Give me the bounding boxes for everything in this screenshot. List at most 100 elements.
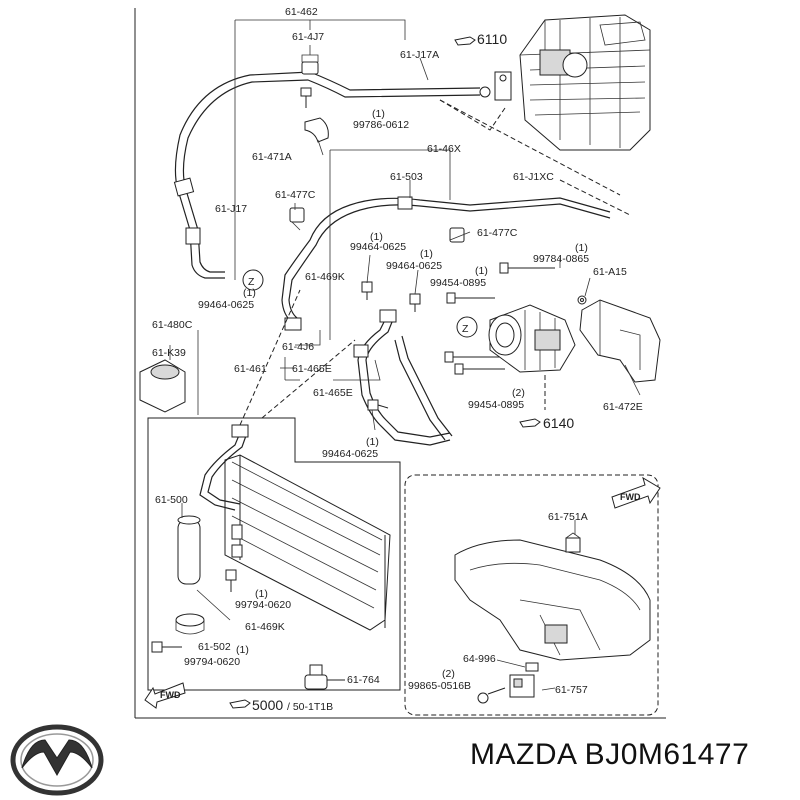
- label-61-502: 61-502: [198, 641, 231, 653]
- bolt-99784: [499, 262, 555, 274]
- screw-99865: [477, 687, 506, 704]
- reservoir-61-K39: [139, 359, 186, 413]
- z-marker-1-label: Z: [248, 276, 255, 288]
- label-61-465E-a: 61-465E: [292, 363, 332, 375]
- label-99786-qty: (1): [372, 108, 385, 120]
- part-labels: 61-462 61-4J7 6110 61-J17A (1) 99786-061…: [152, 6, 643, 713]
- fwd-arrow-icon-upper: FWD: [611, 476, 661, 509]
- label-99454-a-qty: (1): [475, 265, 488, 277]
- label-61-J17: 61-J17: [215, 203, 247, 215]
- clip-64-996: [525, 662, 539, 672]
- label-61-461: 61-461: [234, 363, 267, 375]
- label-99464-b: 99464-0625: [386, 260, 442, 272]
- label-61-J17A: 61-J17A: [400, 49, 439, 61]
- fwd-arrow-icon-lower: FWD: [144, 682, 186, 709]
- label-6140: 6140: [543, 415, 574, 431]
- label-99794-a-qty: (1): [255, 588, 268, 600]
- label-61-469K-b: 61-469K: [245, 621, 285, 633]
- z-marker-2-label: Z: [462, 323, 469, 335]
- condenser-frame: [147, 417, 401, 691]
- dashed-leader-cond: [239, 289, 301, 426]
- label-99865-qty: (2): [442, 668, 455, 680]
- label-99464-a: 99464-0625: [350, 241, 406, 253]
- z-marker-1: Z: [242, 269, 264, 291]
- dashed-leader-evap: [439, 99, 506, 131]
- label-99464-d-qty: (1): [366, 436, 379, 448]
- label-99784-qty: (1): [575, 242, 588, 254]
- label-5000: 5000: [252, 697, 283, 713]
- label-61-472E: 61-472E: [603, 401, 643, 413]
- label-61-500: 61-500: [155, 494, 188, 506]
- label-61-757: 61-757: [555, 684, 588, 696]
- label-61-4J7: 61-4J7: [292, 31, 324, 43]
- evaporator-unit: [519, 14, 651, 151]
- label-99464-c-qty: (1): [243, 287, 256, 299]
- hand-pointer-icon-5000: [229, 699, 251, 709]
- label-99794-b: 99794-0620: [184, 656, 240, 668]
- sensor-61-764: [304, 664, 345, 690]
- amplifier-61-757: [509, 674, 535, 698]
- label-61-K39: 61-K39: [152, 347, 186, 359]
- bolt-99464-d: [367, 399, 389, 411]
- leader-64-996: [496, 659, 526, 668]
- label-50-1T1B: / 50-1T1B: [287, 701, 333, 713]
- label-61-480C: 61-480C: [152, 319, 193, 331]
- bolt-61-A15: [577, 295, 587, 305]
- part-number-caption: MAZDA BJ0M61477: [470, 738, 750, 771]
- bracket-61-471A: [304, 117, 329, 143]
- liquid-pipe: [353, 309, 453, 446]
- bolt-99454-a: [446, 292, 495, 304]
- sensor-61-751A: [565, 532, 581, 553]
- leader-61-757: [541, 687, 556, 691]
- hand-pointer-icon-6140: [519, 418, 541, 428]
- label-61-477C-upper: 61-477C: [275, 189, 316, 201]
- diagram-frame: [134, 8, 666, 719]
- label-6110: 6110: [477, 31, 507, 47]
- mazda-logo: [10, 724, 104, 796]
- label-61-469K-a: 61-469K: [305, 271, 345, 283]
- label-61-J1XC: 61-J1XC: [513, 171, 554, 183]
- dashed-leader-cond-2: [261, 339, 356, 419]
- label-64-996: 64-996: [463, 653, 496, 665]
- receiver-drier: [177, 515, 201, 585]
- hand-pointer-icon-6110: [454, 36, 476, 46]
- label-99454-b-qty: (2): [512, 387, 525, 399]
- bolt-99786: [300, 87, 312, 108]
- label-61-477C-lower: 61-477C: [477, 227, 518, 239]
- label-99784: 99784-0865: [533, 253, 589, 265]
- compressor: [488, 304, 576, 373]
- compressor-shield: [579, 299, 661, 383]
- fwd-label-lower: FWD: [160, 690, 181, 700]
- clamp-61-4J7: [301, 54, 319, 75]
- label-61-471A: 61-471A: [252, 151, 292, 163]
- bolt-99794-b: [151, 641, 182, 653]
- clamp-61-477C-upper: [289, 207, 305, 231]
- label-99794-a: 99794-0620: [235, 599, 291, 611]
- label-61-764: 61-764: [347, 674, 380, 686]
- bolt-99454-b: [444, 351, 505, 375]
- bolt-99464-b: [409, 293, 421, 312]
- label-61-751A: 61-751A: [548, 511, 588, 523]
- bolt-99794-a: [225, 569, 237, 592]
- dashed-leader-46x: [559, 179, 631, 216]
- label-99794-b-qty: (1): [236, 644, 249, 656]
- label-61-46X: 61-46X: [427, 143, 461, 155]
- label-61-4J6: 61-4J6: [282, 341, 314, 353]
- suction-hose: [173, 71, 481, 279]
- label-99786: 99786-0612: [353, 119, 409, 131]
- label-61-465E-b: 61-465E: [313, 387, 353, 399]
- label-61-462: 61-462: [285, 6, 318, 18]
- label-99464-b-qty: (1): [420, 248, 433, 260]
- z-marker-2: Z: [456, 316, 478, 338]
- label-99454-a: 99454-0895: [430, 277, 486, 289]
- label-99464-c: 99464-0625: [198, 299, 254, 311]
- discharge-hose: [281, 196, 611, 331]
- label-61-A15: 61-A15: [593, 266, 627, 278]
- condenser: [224, 454, 391, 631]
- dashed-leader-evap-2: [439, 99, 621, 196]
- leader-61-469K-b: [196, 589, 231, 621]
- label-99464-d: 99464-0625: [322, 448, 378, 460]
- label-99865: 99865-0516B: [408, 680, 471, 692]
- label-99464-a-qty: (1): [370, 231, 383, 243]
